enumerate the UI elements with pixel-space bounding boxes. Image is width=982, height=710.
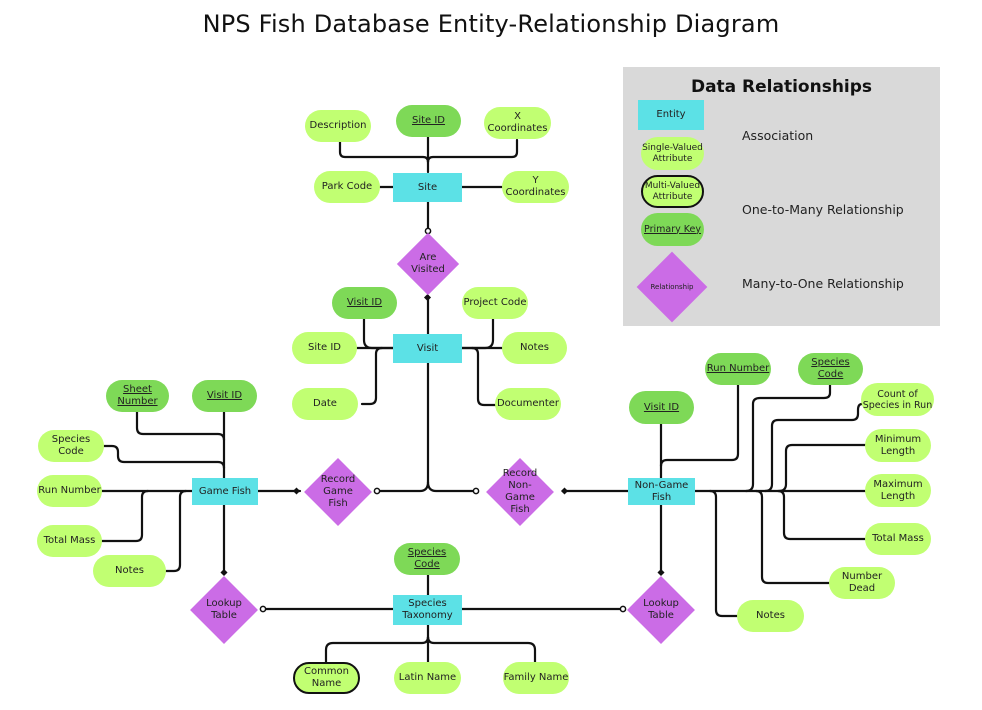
line-gf-sheet-number: [135, 409, 226, 442]
attr-visit-site-id[interactable]: Site ID: [292, 332, 357, 364]
line-ng-total-mass: [776, 489, 869, 541]
line-date: [360, 346, 384, 406]
rel-are-visited-label: Are Visited: [411, 252, 445, 275]
legend-multi-valued: Multi-Valued Attribute: [641, 175, 704, 208]
entity-visit[interactable]: Visit: [393, 334, 462, 363]
line-ng-notes: [708, 489, 739, 618]
line-documenter: [470, 346, 500, 407]
attr-tax-family-name[interactable]: Family Name: [503, 662, 569, 694]
attr-date[interactable]: Date: [292, 388, 358, 420]
attr-ng-number-dead[interactable]: Number Dead: [829, 567, 895, 599]
attr-ng-notes[interactable]: Notes: [737, 600, 804, 632]
legend-many-to-one-label: Many-to-One Relationship: [742, 276, 904, 291]
rel-record-game-fish-label: Record Game Fish: [320, 474, 356, 509]
entity-site[interactable]: Site: [393, 173, 462, 202]
rel-record-non-game-fish[interactable]: Record Non-Game Fish: [482, 457, 558, 527]
attr-documenter[interactable]: Documenter: [495, 388, 561, 420]
line-project-code: [460, 316, 495, 350]
line-gf-notes: [163, 489, 188, 573]
rel-lookup-table-left-label: Lookup Table: [206, 598, 242, 621]
legend-title: Data Relationships: [690, 77, 873, 97]
entity-game-fish[interactable]: Game Fish: [192, 478, 258, 505]
legend-panel: Data Relationships Entity Single-Valued …: [623, 67, 940, 326]
attr-x-coordinates[interactable]: X Coordinates: [484, 107, 551, 139]
rel-lookup-table-left[interactable]: Lookup Table: [189, 575, 259, 645]
entity-species-taxonomy[interactable]: Species Taxonomy: [393, 595, 462, 625]
legend-relationship-label: Relationship: [650, 283, 694, 291]
attr-visit-notes[interactable]: Notes: [502, 332, 567, 364]
line-ng-min-length: [777, 443, 869, 493]
line-ng-number-dead: [754, 489, 831, 585]
legend-primary-key: Primary Key: [641, 213, 704, 246]
attr-project-code[interactable]: Project Code: [462, 287, 528, 319]
attr-park-code[interactable]: Park Code: [314, 171, 380, 203]
attr-ng-minimum-length[interactable]: Minimum Length: [865, 429, 931, 462]
marker-open: [373, 487, 381, 495]
legend-entity: Entity: [638, 100, 704, 130]
attr-description[interactable]: Description: [305, 110, 371, 142]
marker-open: [472, 487, 480, 495]
line-gf-species-code: [102, 444, 226, 470]
attr-tax-latin-name[interactable]: Latin Name: [394, 662, 461, 694]
line-visit-id: [362, 316, 395, 350]
marker-open: [259, 605, 267, 613]
attr-gf-total-mass[interactable]: Total Mass: [37, 525, 102, 557]
attr-gf-run-number[interactable]: Run Number: [37, 475, 102, 507]
rel-record-game-fish[interactable]: Record Game Fish: [303, 457, 373, 527]
attr-site-id[interactable]: Site ID: [396, 105, 461, 137]
legend-one-to-many-label: One-to-Many Relationship: [742, 202, 904, 217]
line-visit-record-game: [375, 361, 430, 493]
attr-gf-sheet-number[interactable]: Sheet Number: [106, 380, 169, 412]
attr-y-coordinates[interactable]: Y Coordinates: [502, 171, 569, 203]
entity-non-game-fish[interactable]: Non-Game Fish: [628, 478, 695, 505]
diagram-title: NPS Fish Database Entity-Relationship Di…: [202, 10, 780, 38]
line-ng-count: [763, 402, 868, 493]
line-visit-record-nongame: [426, 480, 478, 493]
marker-open: [619, 605, 627, 613]
attr-ng-species-code[interactable]: Species Code: [798, 353, 863, 385]
legend-association-label: Association: [742, 128, 814, 143]
line-gf-total-mass: [94, 489, 150, 543]
marker-filled: [657, 568, 665, 577]
marker-filled: [560, 487, 569, 495]
marker-filled: [292, 487, 301, 495]
rel-are-visited[interactable]: Are Visited: [396, 232, 460, 296]
rel-lookup-table-right[interactable]: Lookup Table: [626, 575, 696, 645]
attr-ng-count-species[interactable]: Count of Species in Run: [861, 383, 934, 416]
rel-lookup-table-right-label: Lookup Table: [643, 598, 679, 621]
attr-ng-run-number[interactable]: Run Number: [705, 353, 771, 385]
line-tax-family: [426, 635, 537, 664]
marker-filled: [423, 293, 432, 302]
attr-ng-visit-id[interactable]: Visit ID: [629, 391, 694, 424]
attr-gf-species-code[interactable]: Species Code: [38, 430, 104, 462]
line-x-coordinates: [426, 138, 519, 164]
line-description: [338, 138, 430, 164]
line-tax-common: [324, 635, 430, 664]
attr-visit-id[interactable]: Visit ID: [332, 287, 397, 319]
attr-tax-common-name[interactable]: Common Name: [293, 662, 360, 694]
legend-relationship: Relationship: [636, 251, 708, 323]
attr-ng-maximum-length[interactable]: Maximum Length: [865, 474, 931, 507]
rel-record-non-game-fish-label: Record Non-Game Fish: [502, 468, 538, 515]
attr-gf-notes[interactable]: Notes: [93, 555, 166, 587]
line-ng-run-number: [659, 383, 740, 468]
attr-gf-visit-id[interactable]: Visit ID: [192, 380, 257, 412]
legend-single-valued: Single-Valued Attribute: [641, 137, 704, 170]
line-ng-species-code: [744, 383, 832, 493]
attr-ng-total-mass[interactable]: Total Mass: [865, 523, 931, 555]
marker-filled: [220, 568, 228, 577]
attr-tax-species-code[interactable]: Species Code: [394, 543, 460, 575]
